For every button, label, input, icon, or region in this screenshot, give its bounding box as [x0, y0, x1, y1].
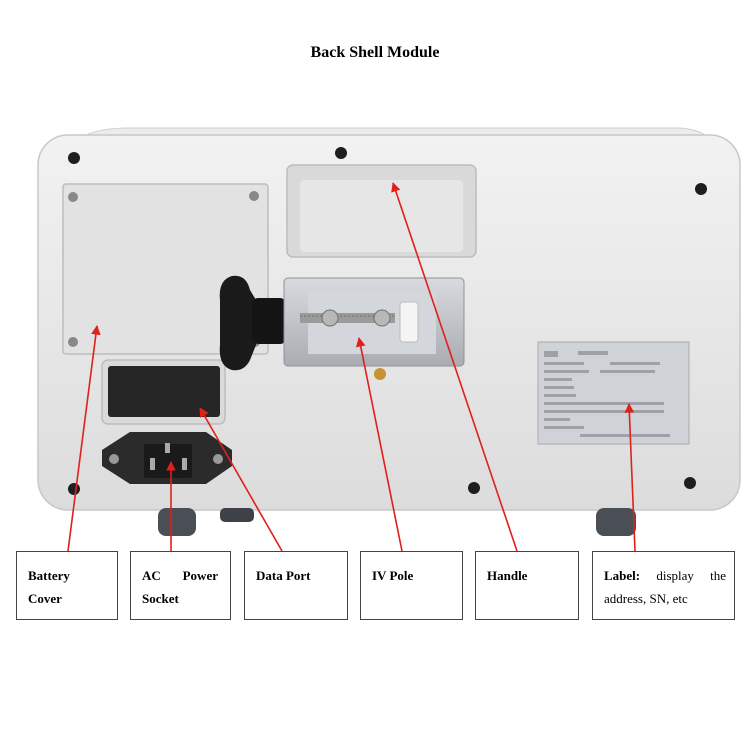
- battery-cover-panel: [62, 183, 269, 355]
- callout-label-line1: Label: display the: [604, 564, 726, 587]
- callout-label-bold: Label:: [604, 568, 641, 583]
- callout-battery-cover: Battery Cover: [16, 551, 118, 620]
- arrow-iv-pole: [356, 337, 403, 552]
- callout-label: Label: display the address, SN, etc: [592, 551, 735, 620]
- callout-battery-cover-text: Battery Cover: [28, 568, 70, 606]
- screw: [468, 482, 480, 494]
- foot-mid: [220, 508, 254, 522]
- arrow-label: [624, 403, 636, 552]
- data-port: [108, 366, 220, 417]
- diagram-title: Back Shell Module: [310, 44, 440, 61]
- callout-ac-power-socket: AC Power Socket: [130, 551, 231, 620]
- screw: [335, 147, 347, 159]
- callout-iv-pole-text: IV Pole: [372, 568, 414, 583]
- brass-screw: [374, 368, 386, 380]
- callout-label-rest1: display the: [656, 568, 726, 583]
- foot-left: [158, 508, 196, 536]
- screw: [68, 483, 80, 495]
- callout-data-port: Data Port: [244, 551, 348, 620]
- screw: [684, 477, 696, 489]
- callout-iv-pole: IV Pole: [360, 551, 463, 620]
- arrow-handle: [391, 182, 518, 552]
- callout-ac-power-socket-line1: AC Power: [142, 568, 218, 583]
- callout-data-port-text: Data Port: [256, 568, 311, 583]
- screw: [68, 152, 80, 164]
- arrow-battery-cover: [67, 325, 101, 552]
- callout-label-line2: address, SN, etc: [604, 591, 688, 606]
- foot-right: [596, 508, 636, 536]
- callout-handle-text: Handle: [487, 568, 528, 583]
- callout-handle: Handle: [475, 551, 579, 620]
- arrow-data-port: [199, 407, 283, 552]
- callout-ac-power-socket-line2: Socket: [142, 591, 179, 606]
- screw: [695, 183, 707, 195]
- clamp-knob: [219, 275, 256, 371]
- clamp-screw: [300, 313, 395, 323]
